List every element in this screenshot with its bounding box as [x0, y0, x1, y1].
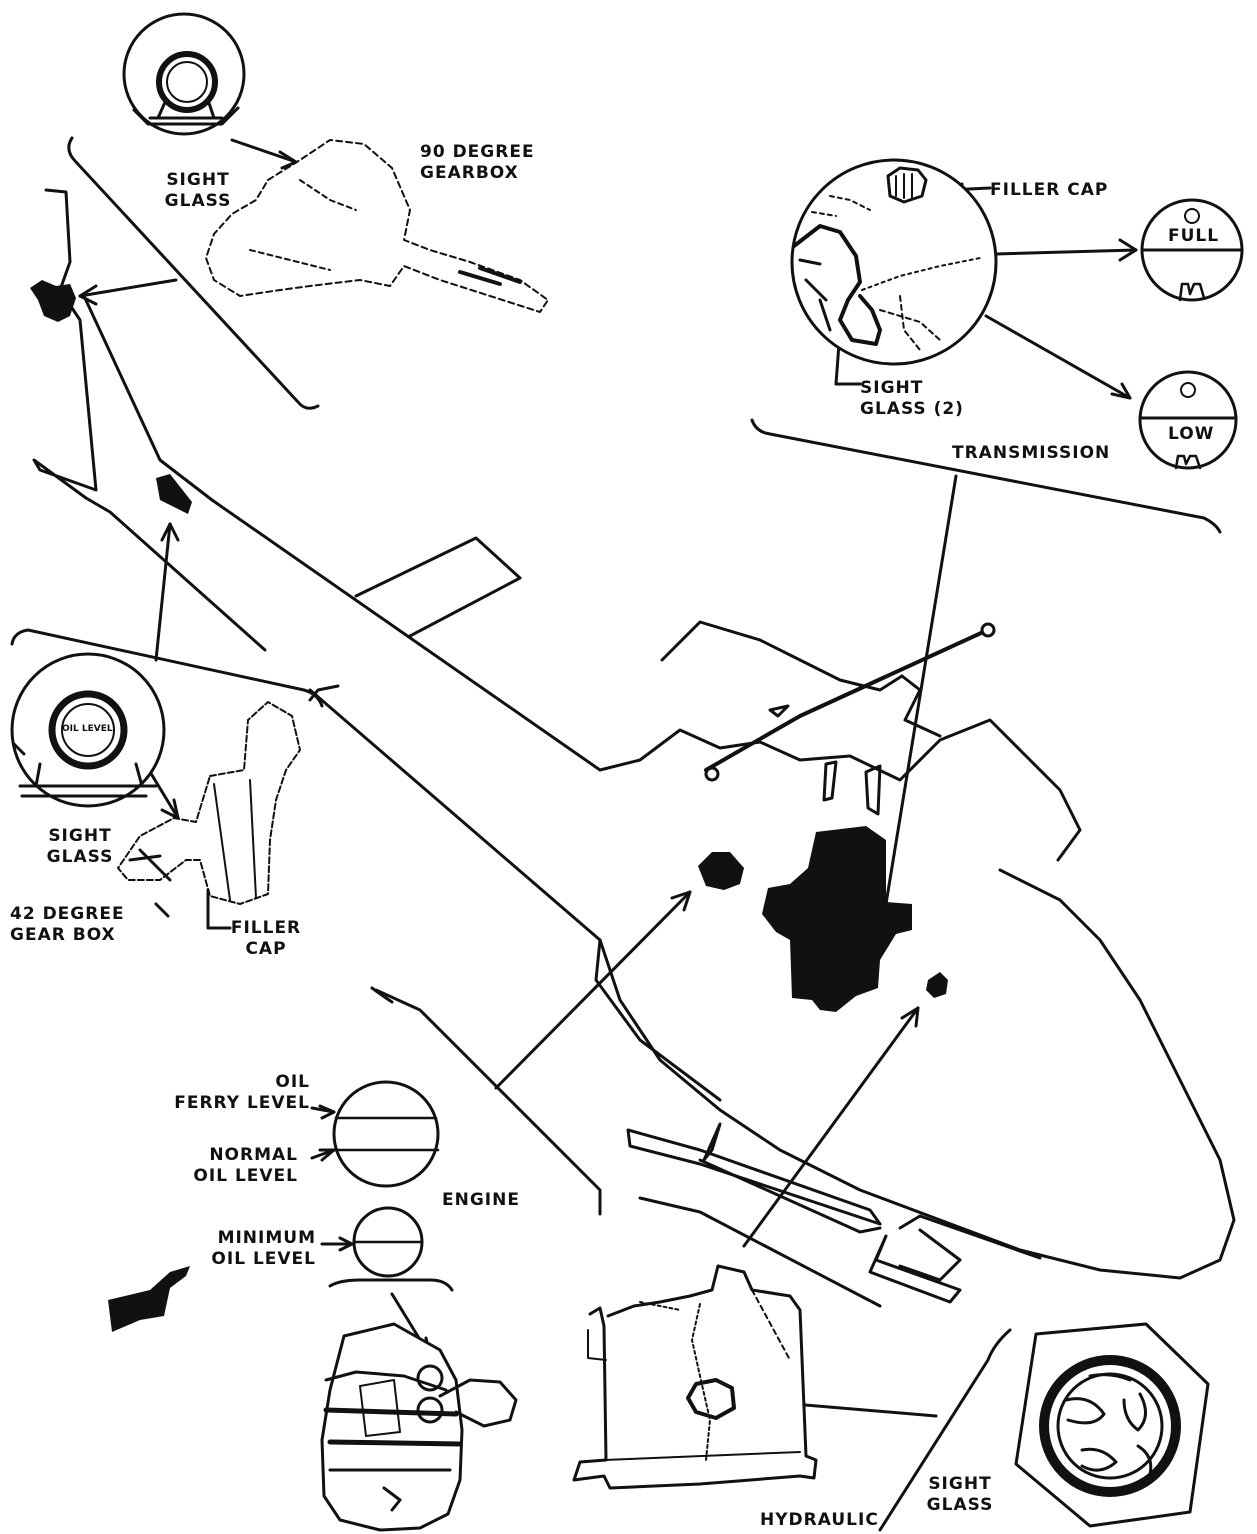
- label-minimum-oil-level: MINIMUM OIL LEVEL: [170, 1228, 316, 1270]
- service-points: [30, 280, 948, 1332]
- transmission-inset: [790, 158, 998, 366]
- label-line: GEAR BOX: [10, 925, 116, 945]
- hydraulic-reservoir: [572, 1264, 818, 1490]
- label-oil-level-gauge: OIL LEVEL: [62, 724, 113, 734]
- label-line: 90 DEGREE: [420, 142, 535, 162]
- label-line: SIGHT: [166, 170, 230, 190]
- label-line: GLASS (2): [860, 399, 964, 419]
- label-line: GLASS: [46, 847, 114, 867]
- label-42-degree-gearbox: 42 DEGREE GEAR BOX: [10, 904, 125, 946]
- callout-brackets: [10, 136, 1222, 1532]
- label-sight-glass-2: SIGHT GLASS (2): [860, 378, 964, 420]
- label-oil-ferry-level: OIL FERRY LEVEL: [150, 1072, 310, 1114]
- leader-lines: [78, 138, 1138, 1418]
- label-line: CAP: [245, 939, 287, 959]
- engine-oil-gauges: [332, 1080, 440, 1278]
- label-low: LOW: [1168, 424, 1215, 444]
- engine-drawing: [320, 1322, 518, 1532]
- label-line: FILLER: [230, 918, 302, 938]
- label-full: FULL: [1168, 226, 1220, 246]
- label-transmission: TRANSMISSION: [952, 443, 1110, 464]
- label-line: MINIMUM: [217, 1228, 316, 1248]
- label-line: OIL: [275, 1072, 310, 1092]
- gearbox-90-inset: [122, 12, 549, 313]
- label-line: OIL LEVEL: [211, 1249, 316, 1269]
- label-sight-glass-hydraulic: SIGHT GLASS: [920, 1474, 1000, 1516]
- low-gauge: [1138, 370, 1238, 470]
- label-filler-cap-transmission: FILLER CAP: [990, 180, 1108, 201]
- hydraulic-sight-glass-inset: [1014, 1322, 1210, 1528]
- label-line: OIL LEVEL: [193, 1166, 298, 1186]
- label-line: GLASS: [926, 1495, 994, 1515]
- label-90-degree-gearbox: 90 DEGREE GEARBOX: [420, 142, 535, 184]
- label-line: SIGHT: [48, 826, 112, 846]
- label-line: NORMAL: [209, 1145, 298, 1165]
- label-line: FILLER CAP: [990, 180, 1109, 200]
- label-line: GEARBOX: [420, 163, 519, 183]
- label-line: SIGHT: [860, 378, 924, 398]
- label-line: ENGINE: [442, 1190, 520, 1210]
- label-line: GLASS: [164, 191, 232, 211]
- label-sight-glass-90: SIGHT GLASS: [158, 170, 238, 212]
- label-filler-cap-42: FILLER CAP: [226, 918, 306, 960]
- helicopter-airframe: [32, 188, 1236, 1308]
- full-gauge: [1140, 198, 1244, 302]
- label-sight-glass-42: SIGHT GLASS: [40, 826, 120, 868]
- label-line: TRANSMISSION: [952, 443, 1111, 463]
- gearbox-42-inset: [10, 652, 301, 918]
- label-line: FERRY LEVEL: [174, 1093, 310, 1113]
- label-engine: ENGINE: [442, 1190, 520, 1211]
- label-line: HYDRAULIC: [760, 1510, 879, 1530]
- label-line: 42 DEGREE: [10, 904, 125, 924]
- label-hydraulic: HYDRAULIC: [760, 1510, 879, 1531]
- label-line: SIGHT: [928, 1474, 992, 1494]
- label-normal-oil-level: NORMAL OIL LEVEL: [150, 1145, 298, 1187]
